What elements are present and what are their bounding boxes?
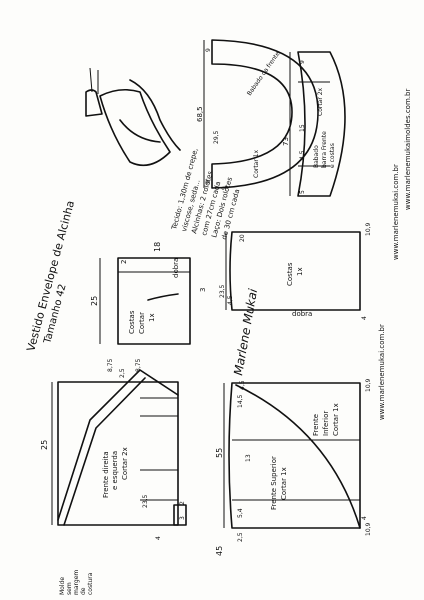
dim-label: 73	[282, 137, 290, 146]
dim-label: 4	[361, 316, 368, 320]
dim-label: 8,75	[107, 358, 114, 372]
piece-label: Cortar 2x	[317, 87, 324, 116]
fold-label: dobra	[292, 310, 312, 318]
piece-label: Cortar 2x	[121, 447, 129, 480]
dim-label: 9	[299, 60, 306, 64]
piece-label: Frente Superior	[270, 456, 278, 510]
hem-ruffle-outline	[297, 51, 346, 197]
front-top-piece: 25 8,75 2,5 8,75 23,5 4 3 2 Frente direi…	[40, 358, 187, 595]
back-top-piece: 25 18 2 3 Costas Cortar 1x dobra	[90, 242, 207, 345]
wrap-curve	[235, 384, 361, 529]
piece-label: Cortar 1x	[332, 403, 340, 436]
note-text: sem	[66, 582, 73, 595]
note-text: costura	[87, 572, 94, 595]
piece-label: Cortar 1x	[280, 467, 288, 500]
dim-label: 25	[90, 296, 99, 306]
dim-label: 9	[205, 180, 212, 184]
piece-label: Frente direita	[102, 451, 110, 498]
dim-label: 18	[153, 242, 162, 252]
front-top-strap-line	[57, 369, 179, 521]
dim-label: 68,5	[196, 106, 204, 122]
dim-label: 2	[120, 260, 128, 264]
ruffle-sketch	[119, 119, 161, 143]
skirt-sketch	[99, 88, 171, 167]
dim-label: 4,5	[239, 380, 246, 390]
dim-label: 14,5	[237, 394, 244, 408]
dim-label: 23,5	[219, 284, 226, 298]
piece-label: Cortar 1x	[253, 149, 260, 178]
dress-illustration	[85, 67, 181, 167]
dim-label: 10,9	[365, 222, 372, 236]
website-text: www.marlenemukai.com.br	[378, 324, 386, 420]
front-top-outline	[57, 381, 179, 526]
piece-label: Inferior	[322, 411, 330, 436]
piece-label: Babado da frente	[246, 50, 282, 97]
signature: Marlene Mukai	[231, 287, 260, 377]
bodice-sketch	[85, 89, 103, 117]
dim-label: 4	[361, 516, 368, 520]
dim-label: 10,9	[365, 378, 372, 392]
dim-label: 9	[221, 186, 228, 190]
dim-label: 25	[40, 440, 49, 450]
dim-label: 8,75	[135, 358, 142, 372]
piece-label: 1x	[148, 313, 156, 322]
front-skirt-outline	[228, 382, 361, 529]
dim-label: 45	[215, 546, 224, 556]
ruffle-sketch	[129, 79, 181, 151]
fabric-note: Tecido: 1,30m de crepe, viscose, seda...…	[170, 147, 241, 240]
note-text: Molde	[59, 577, 66, 595]
dim-label: 5	[299, 190, 306, 194]
website-text: www.marlenemukai.com.br	[392, 164, 400, 260]
piece-label: barra Frente	[321, 131, 328, 168]
front-top-inner-line	[63, 377, 146, 526]
front-skirt-piece: 55 45 14,5 4,5 13 5,4 2,5 Frente Superio…	[215, 378, 372, 556]
hem-ruffle-piece: 73 15 4,5 9 5 Babado barra Frente e cost…	[282, 51, 346, 197]
piece-label: 1x	[296, 267, 304, 276]
dart-line	[147, 293, 179, 301]
dim-label: 4,5	[299, 150, 306, 160]
piece-label: Costas	[286, 262, 294, 286]
dim-label: 3	[199, 288, 207, 292]
dim-label: 4,5	[227, 295, 234, 305]
dim-label: 10,9	[365, 522, 372, 536]
piece-label: e costas	[329, 143, 336, 168]
dim-label: 2,5	[119, 368, 126, 378]
piece-label: Babado	[313, 145, 320, 168]
dim-label: 13	[245, 454, 252, 462]
dim-label: 2,5	[237, 532, 244, 542]
back-skirt-piece: 20 23,5 4,5 10,9 4 Costas 1x dobra	[219, 222, 372, 320]
piece-label: e esquerda	[111, 451, 119, 490]
dim-label: 20	[239, 234, 246, 242]
website-text: www.marlenemukaimoldes.com.br	[404, 89, 412, 210]
dim-label: 9	[205, 48, 212, 52]
fold-label: dobra	[172, 258, 180, 278]
dim-label: 29,5	[213, 130, 220, 144]
dim-label: 55	[215, 448, 224, 458]
strap-sketch	[89, 67, 93, 93]
note-text: margem	[73, 570, 80, 595]
piece-label: Costas	[128, 310, 136, 334]
piece-label: Cortar	[138, 312, 146, 334]
dim-label: 5,4	[237, 508, 244, 518]
front-ruffle-outline	[211, 39, 319, 189]
note-text: de	[80, 587, 87, 595]
dim-label: 23,5	[142, 494, 149, 508]
dim-label: 4	[155, 536, 162, 540]
dim-label: 2	[179, 501, 186, 505]
dim-label: 15	[299, 124, 306, 132]
dim-label: 3	[179, 516, 186, 520]
piece-label: Frente	[312, 414, 320, 436]
front-top-tab	[173, 504, 187, 526]
